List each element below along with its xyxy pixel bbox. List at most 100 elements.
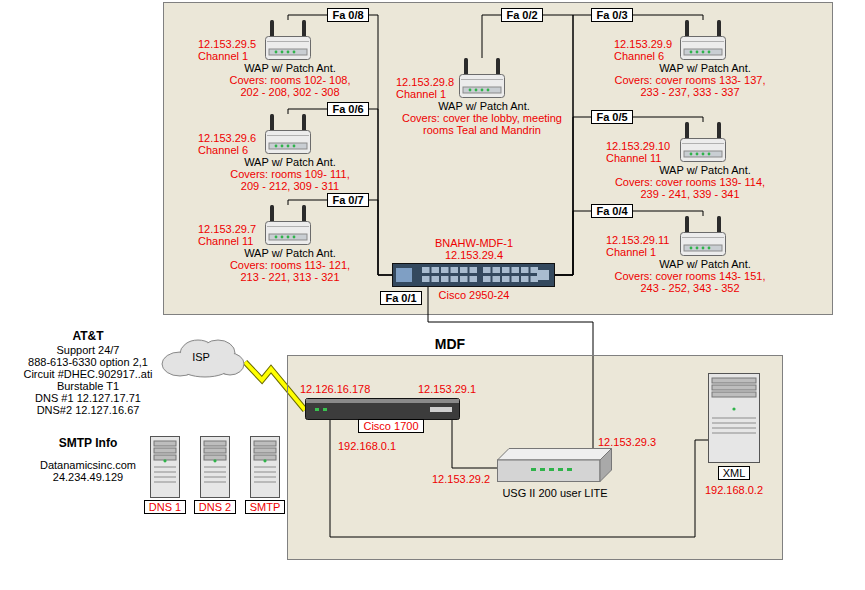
- isp-cloud: ISP: [160, 338, 245, 378]
- port-label: Fa 0/5: [591, 110, 632, 124]
- port: [521, 276, 529, 282]
- case-stripe: [712, 423, 756, 424]
- device-edge: [682, 41, 724, 42]
- node-text: DNS 2: [194, 500, 236, 514]
- access-point: 12.153.29.5Channel 1WAP w/ Patch Ant.Cov…: [265, 20, 311, 60]
- network-cable: [428, 287, 593, 448]
- case-stripe: [154, 477, 176, 478]
- annotation-text: DNS #1 12.127.17.71: [35, 392, 141, 404]
- status-led: [293, 51, 296, 54]
- drive-bay: [154, 441, 176, 446]
- case-stripe: [204, 477, 226, 478]
- front-panel: [269, 234, 307, 240]
- port: [531, 276, 539, 282]
- node-text: 12.153.29.4: [445, 249, 503, 261]
- drive-bay: [712, 385, 756, 390]
- port: [432, 267, 440, 273]
- node-text: USG II 200 user LITE: [502, 487, 607, 499]
- status-led: [315, 408, 319, 411]
- device-body: [681, 139, 726, 162]
- front-panel: [269, 49, 307, 55]
- node-text: WAP w/ Patch Ant.: [659, 164, 751, 176]
- drive-bay: [712, 392, 756, 397]
- node-text: Channel 6: [614, 50, 664, 62]
- case-stripe: [712, 428, 756, 429]
- tower-case: [151, 437, 180, 498]
- network-cable: [482, 15, 573, 275]
- wap-icon: [265, 205, 311, 245]
- wap-icon: [680, 122, 726, 162]
- case-stripe: [254, 477, 276, 478]
- front-panel: [684, 49, 722, 55]
- status-led: [293, 236, 296, 239]
- port-label: Fa 0/7: [327, 193, 368, 207]
- serial-link-outline: [245, 362, 305, 410]
- node-text: Channel 1: [396, 88, 446, 100]
- node-text: WAP w/ Patch Ant.: [659, 258, 751, 270]
- node-text: Channel 11: [606, 152, 661, 164]
- node-text: ISP: [192, 351, 210, 363]
- server: DNS 1: [150, 436, 180, 498]
- port: [512, 267, 520, 273]
- server: SMTP: [250, 436, 280, 498]
- port: [502, 276, 510, 282]
- annotation-text: 12.126.16.178: [300, 383, 370, 395]
- node-text: WAP w/ Patch Ant.: [438, 100, 530, 112]
- status-led: [549, 468, 554, 471]
- annotation-text: 24.234.49.129: [53, 471, 123, 483]
- port: [483, 267, 491, 273]
- status-led: [287, 236, 290, 239]
- port: [441, 267, 449, 273]
- annotation-text: Datanamicsinc.com: [40, 459, 136, 471]
- status-led: [708, 51, 711, 54]
- port: [432, 276, 440, 282]
- status-led: [487, 89, 490, 92]
- wap-icon: [459, 58, 505, 98]
- power-led: [213, 459, 216, 462]
- node-text: WAP w/ Patch Ant.: [244, 156, 336, 168]
- drive-bay: [204, 448, 226, 453]
- tower-icon: [250, 436, 280, 498]
- tower-icon: [150, 436, 180, 498]
- status-led: [293, 145, 296, 148]
- node-text: Cisco 1700: [358, 419, 423, 433]
- node-text: MDF: [435, 336, 465, 352]
- status-led: [281, 51, 284, 54]
- device-body: [266, 37, 311, 60]
- status-led: [287, 51, 290, 54]
- node-text: Covers: rooms 113- 121, 213 - 221, 313 -…: [224, 259, 356, 283]
- annotation-text: 12.153.29.2: [432, 473, 490, 485]
- node-text: 12.153.29.6: [198, 132, 256, 144]
- device-edge: [682, 143, 724, 144]
- node-text: Covers: rooms 109- 111, 209 - 212, 309 -…: [224, 168, 356, 192]
- status-led: [323, 408, 327, 411]
- port: [460, 267, 468, 273]
- power-led: [263, 459, 266, 462]
- serial-link: [245, 362, 305, 410]
- device-body: [681, 233, 726, 256]
- status-led: [469, 89, 472, 92]
- network-cable: [330, 420, 708, 537]
- wireless-area-panel: [164, 3, 833, 315]
- drive-bay: [154, 448, 176, 453]
- network-switch: BNAHW-MDF-112.153.29.4Cisco 2950-24: [392, 263, 555, 287]
- logo-plate: [396, 268, 412, 282]
- port: [521, 267, 529, 273]
- status-led: [275, 145, 278, 148]
- device-edge: [267, 226, 309, 227]
- status-led: [275, 236, 278, 239]
- power-led: [732, 407, 735, 410]
- status-led: [696, 247, 699, 250]
- annotation-text: 888-613-6330 option 2,1: [28, 356, 148, 368]
- node-text: WAP w/ Patch Ant.: [244, 247, 336, 259]
- node-text: 12.153.29.5: [198, 38, 256, 50]
- tower-case: [251, 437, 280, 498]
- node-text: XML: [718, 466, 751, 480]
- node-text: Covers: cover rooms 133- 137, 233 - 237,…: [610, 74, 770, 98]
- power-led: [163, 459, 166, 462]
- status-led: [702, 51, 705, 54]
- annotation-text: DNS#2 12.127.16.67: [37, 404, 140, 416]
- gateway-appliance: USG II 200 user LITE: [497, 448, 612, 482]
